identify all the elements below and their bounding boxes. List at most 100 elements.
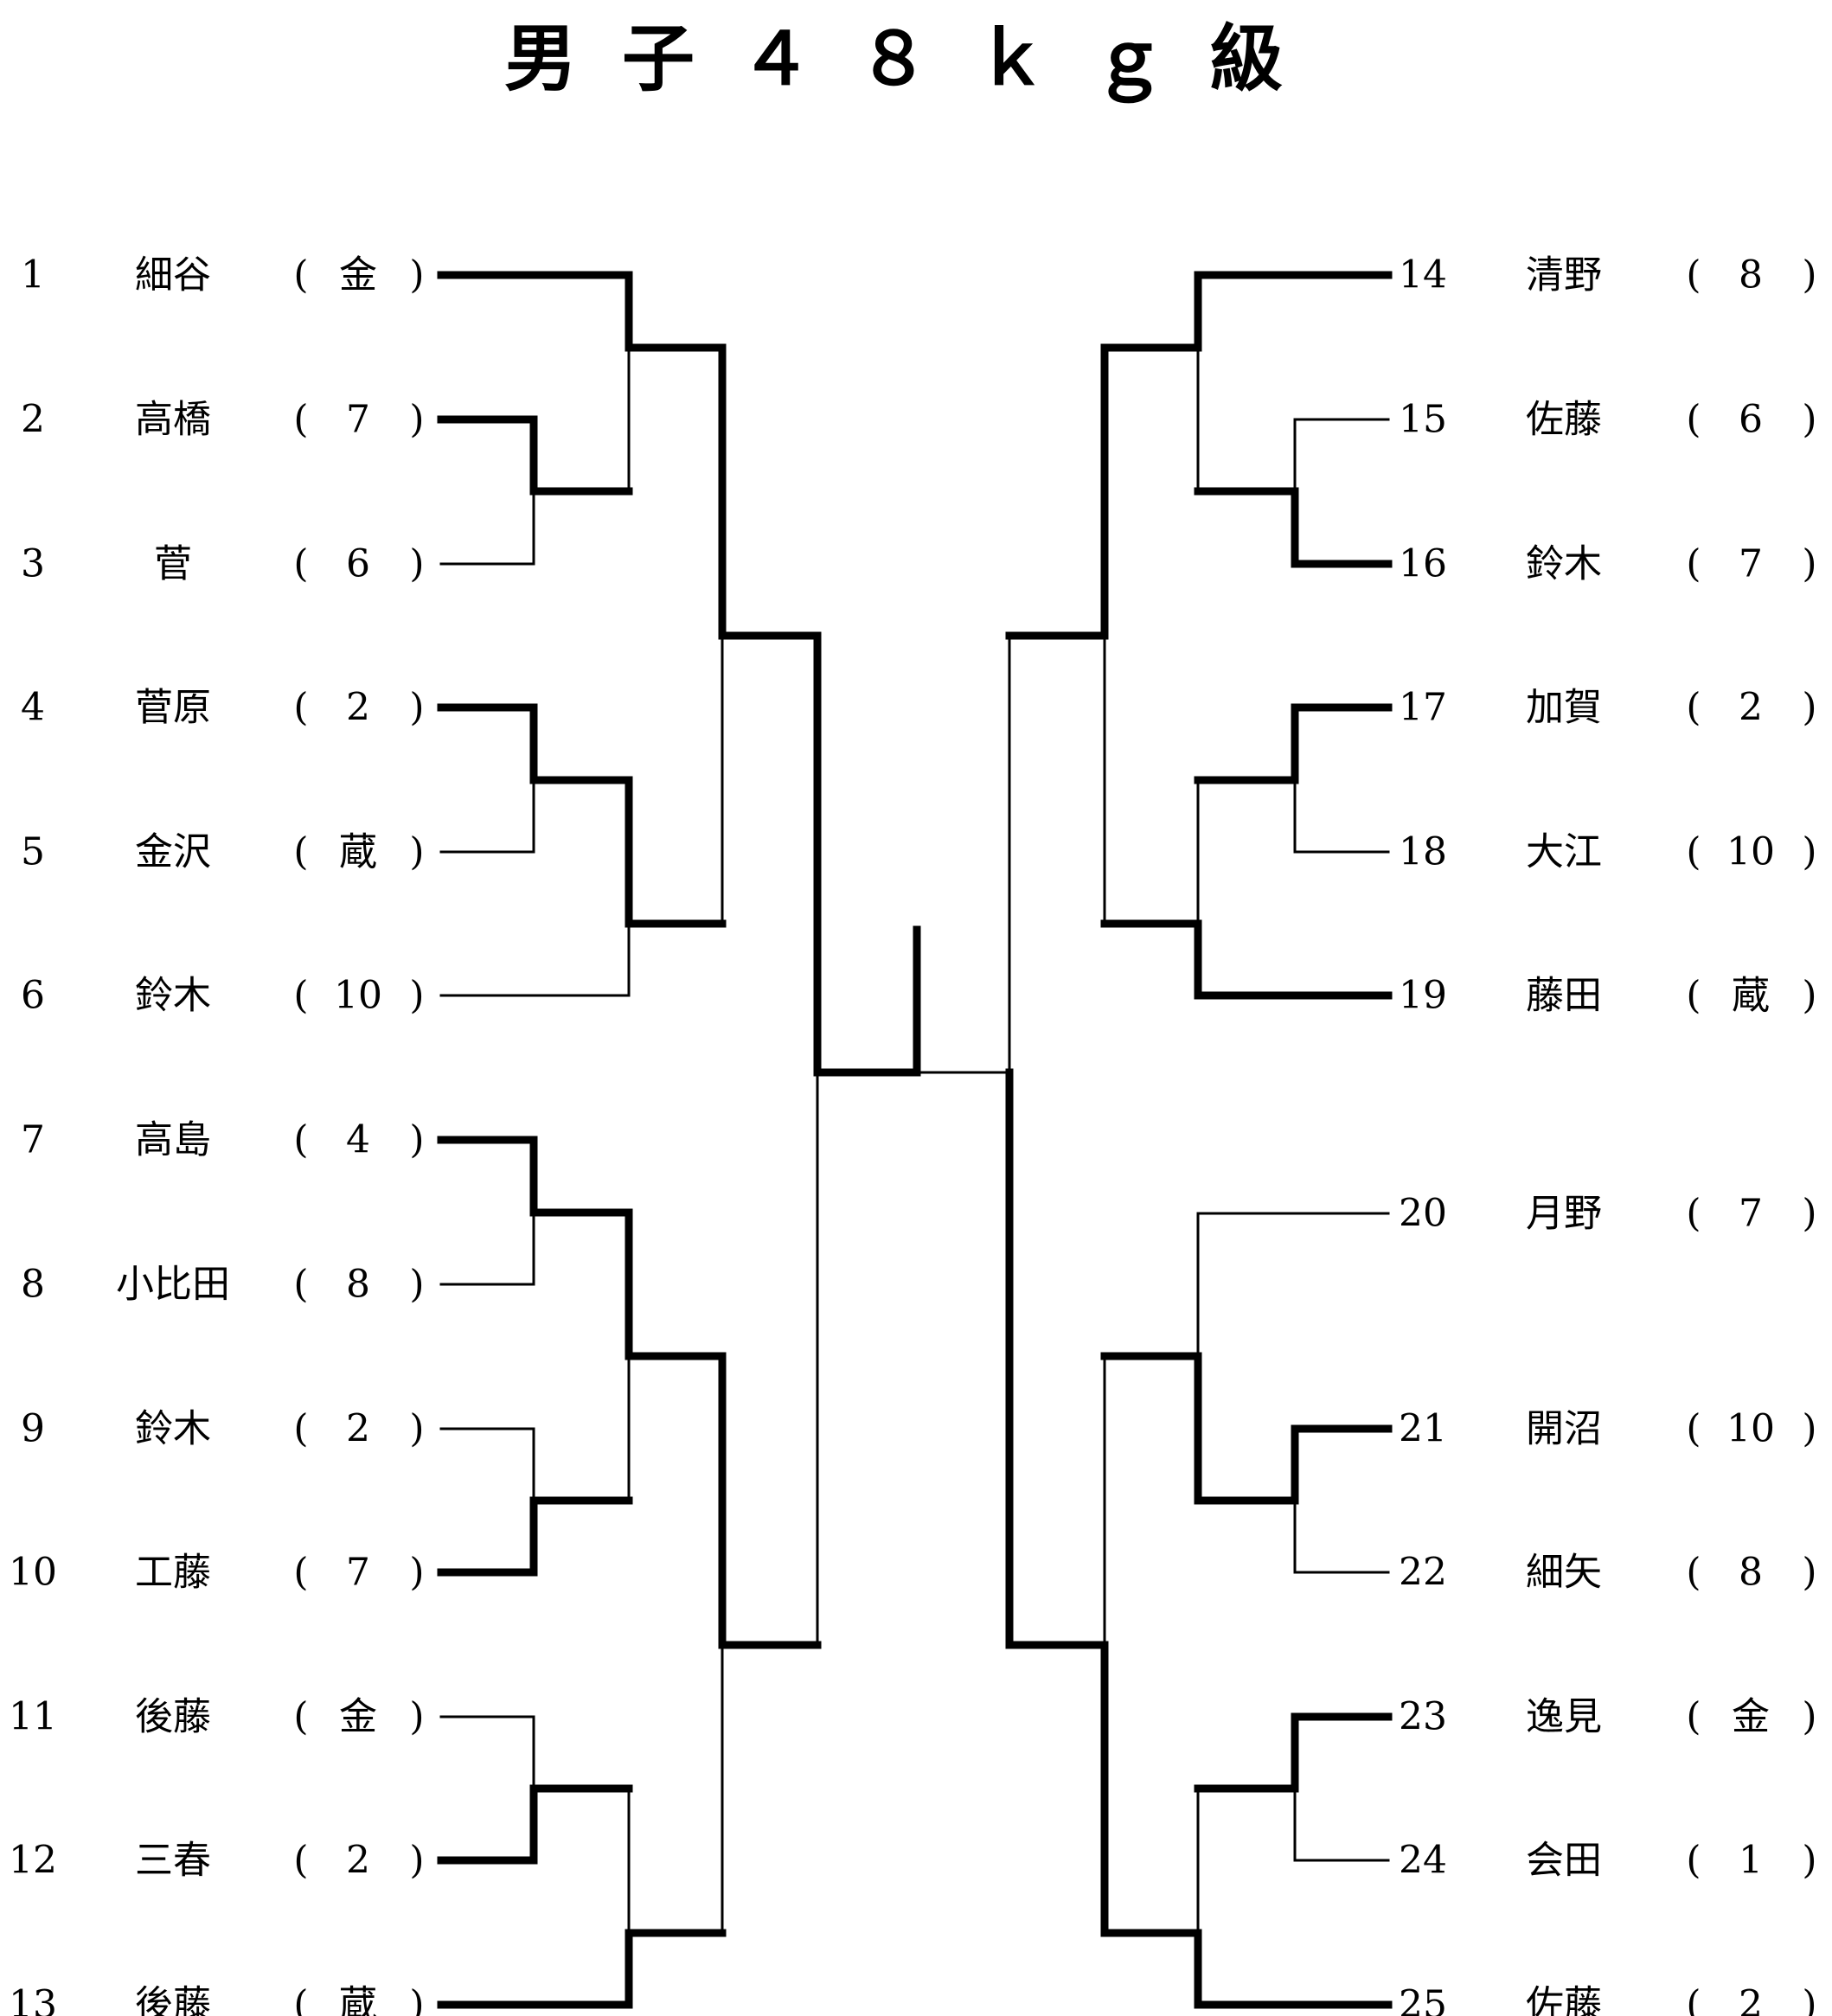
paren-close: ) (1802, 1983, 1816, 2016)
entry-number: 24 (1399, 1839, 1447, 1883)
paren-open: ( (293, 1551, 308, 1595)
player-name: 鈴木 (1526, 542, 1602, 586)
team-label: 10 (1726, 830, 1775, 874)
paren-close: ) (1802, 974, 1816, 1018)
team-label: 蔵 (1732, 974, 1770, 1018)
paren-open: ( (1686, 1695, 1701, 1739)
player-name: 後藤 (135, 1695, 211, 1739)
paren-close: ) (409, 974, 424, 1018)
entry-number: 16 (1399, 542, 1447, 586)
entry-number: 23 (1399, 1695, 1447, 1739)
team-label: 2 (346, 1839, 370, 1883)
entry-number: 6 (21, 974, 45, 1018)
team-label: 8 (1739, 1551, 1763, 1595)
player-name: 会田 (1526, 1839, 1602, 1883)
paren-close: ) (409, 253, 424, 298)
entry-number: 7 (21, 1118, 45, 1162)
team-label: 7 (346, 1551, 370, 1595)
page-title: 男子４８ｋｇ級 (503, 16, 1328, 101)
paren-close: ) (409, 830, 424, 874)
player-name: 小比田 (116, 1263, 230, 1307)
entry-number: 9 (21, 1407, 45, 1451)
team-label: 2 (346, 1407, 370, 1451)
player-name: 三春 (135, 1839, 211, 1883)
player-name: 佐藤 (1526, 398, 1602, 442)
team-label: 6 (1739, 398, 1763, 442)
paren-close: ) (1802, 1192, 1816, 1236)
paren-open: ( (293, 398, 308, 442)
team-label: 2 (1739, 686, 1763, 730)
entry-number: 17 (1399, 686, 1447, 730)
paren-open: ( (1686, 686, 1701, 730)
paren-open: ( (1686, 1839, 1701, 1883)
paren-close: ) (409, 1695, 424, 1739)
paren-open: ( (1686, 974, 1701, 1018)
paren-close: ) (409, 1407, 424, 1451)
player-name: 金沢 (135, 830, 211, 874)
paren-close: ) (1802, 1407, 1816, 1451)
entry-number: 12 (9, 1839, 57, 1883)
paren-close: ) (1802, 398, 1816, 442)
entry-number: 1 (21, 253, 45, 298)
player-name: 加賀 (1526, 686, 1602, 730)
paren-open: ( (1686, 1407, 1701, 1451)
paren-open: ( (1686, 1192, 1701, 1236)
player-name: 清野 (1526, 253, 1602, 298)
team-label: 金 (339, 253, 377, 298)
player-name: 細矢 (1526, 1551, 1602, 1595)
paren-open: ( (293, 686, 308, 730)
player-name: 後藤 (135, 1983, 211, 2016)
entry-number: 18 (1399, 830, 1447, 874)
paren-close: ) (1802, 253, 1816, 298)
player-name: 月野 (1526, 1192, 1602, 1236)
paren-open: ( (293, 1839, 308, 1883)
team-label: 8 (1739, 253, 1763, 298)
paren-close: ) (1802, 1839, 1816, 1883)
paren-open: ( (293, 830, 308, 874)
team-label: 7 (1739, 542, 1763, 586)
entry-number: 3 (21, 542, 45, 586)
paren-open: ( (293, 253, 308, 298)
paren-close: ) (409, 1118, 424, 1162)
paren-close: ) (1802, 686, 1816, 730)
entry-number: 19 (1399, 974, 1447, 1018)
player-name: 高橋 (135, 398, 211, 442)
paren-open: ( (293, 1118, 308, 1162)
team-label: 4 (346, 1118, 370, 1162)
entry-number: 10 (9, 1551, 57, 1595)
paren-open: ( (1686, 253, 1701, 298)
player-name: 開沼 (1526, 1407, 1602, 1451)
paren-open: ( (1686, 1551, 1701, 1595)
team-label: 2 (1739, 1983, 1763, 2016)
team-label: 7 (1739, 1192, 1763, 1236)
paren-open: ( (293, 974, 308, 1018)
team-label: 金 (339, 1695, 377, 1739)
entry-number: 21 (1399, 1407, 1447, 1451)
player-name: 大江 (1526, 830, 1602, 874)
paren-open: ( (293, 1983, 308, 2016)
paren-open: ( (1686, 398, 1701, 442)
entry-number: 15 (1399, 398, 1447, 442)
team-label: 10 (334, 974, 382, 1018)
paren-open: ( (293, 1263, 308, 1307)
team-label: 6 (346, 542, 370, 586)
entry-number: 8 (21, 1263, 45, 1307)
player-name: 高島 (135, 1118, 211, 1162)
team-label: 蔵 (339, 830, 377, 874)
player-name: 逸見 (1526, 1695, 1602, 1739)
team-label: 7 (346, 398, 370, 442)
entry-number: 11 (9, 1695, 57, 1739)
paren-close: ) (409, 1839, 424, 1883)
paren-close: ) (409, 398, 424, 442)
entry-number: 4 (21, 686, 45, 730)
player-name: 菅 (154, 542, 192, 586)
team-label: 10 (1726, 1407, 1775, 1451)
paren-close: ) (409, 1263, 424, 1307)
paren-close: ) (1802, 542, 1816, 586)
paren-open: ( (293, 1695, 308, 1739)
player-name: 細谷 (135, 253, 211, 298)
paren-close: ) (1802, 1551, 1816, 1595)
player-name: 鈴木 (135, 1407, 211, 1451)
entry-number: 22 (1399, 1551, 1447, 1595)
